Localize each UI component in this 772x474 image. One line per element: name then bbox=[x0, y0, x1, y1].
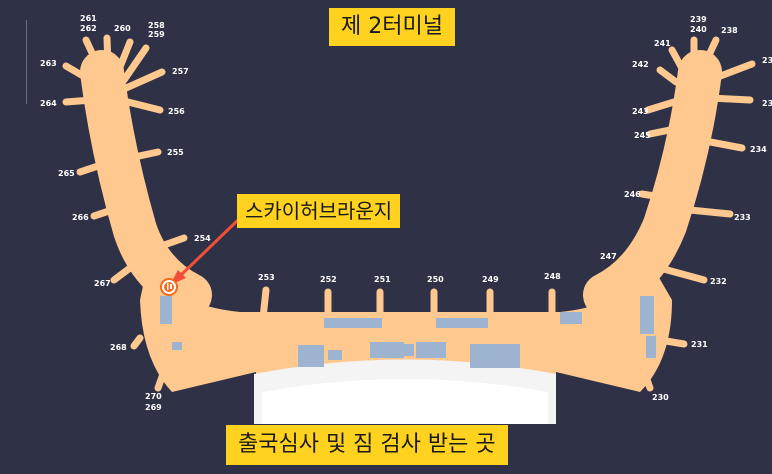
gate-label: 267 bbox=[94, 279, 111, 288]
gate-label: 263 bbox=[40, 59, 57, 68]
building-blocks bbox=[160, 296, 656, 368]
gate-label: 233 bbox=[734, 213, 751, 222]
gate-label: 241 bbox=[654, 39, 671, 48]
gate-label: 239 bbox=[690, 15, 707, 24]
concourse-fingers bbox=[62, 34, 756, 392]
gate-label: 261 bbox=[80, 14, 97, 23]
gate-label: 268 bbox=[110, 343, 127, 352]
gate-label: 247 bbox=[600, 252, 617, 261]
gate-label: 265 bbox=[58, 169, 75, 178]
gate-label: 259 bbox=[148, 30, 165, 39]
gate-label: 253 bbox=[258, 273, 275, 282]
gate-label: 238 bbox=[721, 26, 738, 35]
gate-label: 237 bbox=[762, 56, 772, 65]
security-check-banner: 출국심사 및 짐 검사 받는 곳 bbox=[226, 425, 508, 465]
lounge-callout-banner[interactable]: 스카이허브라운지 bbox=[237, 194, 401, 228]
gate-label: 242 bbox=[632, 60, 649, 69]
gate-labels: 261 262 260 258 259 263 257 264 256 255 … bbox=[40, 14, 772, 412]
gate-label: 240 bbox=[690, 25, 707, 34]
gate-label: 266 bbox=[72, 213, 89, 222]
gate-label: 269 bbox=[145, 403, 162, 412]
gate-label: 252 bbox=[320, 275, 337, 284]
gate-label: 264 bbox=[40, 99, 57, 108]
gate-label: 251 bbox=[374, 275, 391, 284]
gate-label: 260 bbox=[114, 24, 131, 33]
gate-label: 236 bbox=[762, 99, 772, 108]
gate-label: 250 bbox=[427, 275, 444, 284]
screening-hall-inner bbox=[262, 379, 548, 424]
gate-label: 256 bbox=[168, 107, 185, 116]
terminal-title-banner: 제 2터미널 bbox=[329, 8, 455, 46]
gate-label: 234 bbox=[750, 145, 767, 154]
gate-label: 258 bbox=[148, 21, 165, 30]
gate-label: 249 bbox=[482, 275, 499, 284]
gate-label: 245 bbox=[634, 131, 651, 140]
gate-label: 248 bbox=[544, 272, 561, 281]
lounge-marker-icon[interactable] bbox=[160, 278, 178, 296]
gate-label: 270 bbox=[145, 392, 162, 401]
gate-label: 255 bbox=[167, 148, 184, 157]
divider-line bbox=[26, 20, 27, 104]
gate-label: 232 bbox=[710, 277, 727, 286]
gate-label: 243 bbox=[632, 107, 649, 116]
pointer-arrow bbox=[170, 218, 240, 285]
gate-label: 230 bbox=[652, 393, 669, 402]
gate-label: 262 bbox=[80, 24, 97, 33]
gate-label: 246 bbox=[624, 190, 641, 199]
gate-label: 254 bbox=[194, 234, 211, 243]
gate-label: 231 bbox=[691, 340, 708, 349]
gate-label: 257 bbox=[172, 67, 189, 76]
